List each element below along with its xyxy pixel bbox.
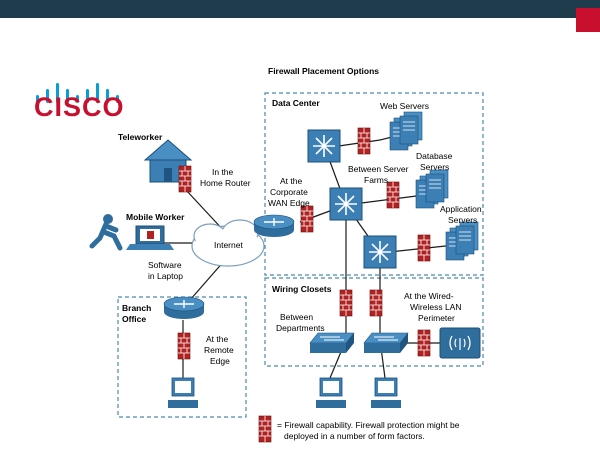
teleworker-house-icon	[143, 139, 193, 183]
firewall-home-router-icon	[178, 165, 192, 193]
remote-edge-label-2: Remote	[204, 345, 234, 355]
legend-firewall-icon	[258, 415, 272, 443]
wiring-closets-label: Wiring Closets	[272, 284, 332, 294]
home-router-label-2: Home Router	[200, 178, 251, 188]
wan-edge-label-3: WAN Edge	[268, 198, 310, 208]
diagram-title: Firewall Placement Options	[268, 66, 379, 76]
firewall-wan-edge-icon	[300, 205, 314, 233]
wireless-label-3: Perimeter	[418, 313, 455, 323]
internet-cloud-icon	[191, 219, 265, 267]
app-servers-label-1: Application	[440, 204, 482, 214]
db-servers-label-2: Servers	[420, 162, 449, 172]
branch-label-line2: Office	[122, 314, 146, 324]
access-switch-1-icon	[309, 332, 355, 354]
firewall-server-farm-icon	[357, 127, 371, 155]
department-pc-2-icon	[370, 377, 402, 409]
mobile-worker-icon	[89, 214, 123, 251]
web-servers-label: Web Servers	[380, 101, 429, 111]
dc-core-switch-icon	[329, 187, 363, 221]
laptop-label-2: in Laptop	[148, 271, 183, 281]
internet-label: Internet	[214, 240, 243, 250]
wireless-label-1: At the Wired-	[404, 291, 454, 301]
server-farms-label-2: Farms	[364, 175, 388, 185]
dc-switch-top-icon	[307, 129, 341, 163]
wan-edge-label-1: At the	[280, 176, 302, 186]
mobile-worker-label: Mobile Worker	[126, 212, 185, 222]
firewall-departments-1-icon	[339, 289, 353, 317]
app-server-2-icon	[455, 221, 479, 255]
access-switch-2-icon	[363, 332, 409, 354]
laptop-icon	[126, 225, 174, 250]
wireless-ap-icon	[439, 327, 481, 359]
branch-pc-icon	[167, 377, 199, 409]
wiring-closets-zone	[264, 277, 484, 367]
data-center-label: Data Center	[272, 98, 320, 108]
dc-switch-bottom-icon	[363, 235, 397, 269]
top-banner	[0, 0, 600, 18]
wireless-label-2: Wireless LAN	[410, 302, 461, 312]
web-server-2-icon	[399, 111, 423, 145]
branch-label-line1: Branch	[122, 303, 151, 313]
cisco-logo	[36, 83, 119, 103]
departments-label-1: Between	[280, 312, 313, 322]
firewall-departments-2-icon	[369, 289, 383, 317]
app-servers-label-2: Servers	[448, 215, 477, 225]
data-center-zone	[264, 92, 484, 276]
wan-edge-router-icon	[253, 214, 295, 238]
server-farms-label-1: Between Server	[348, 164, 409, 174]
department-pc-1-icon	[315, 377, 347, 409]
laptop-label-1: Software	[148, 260, 182, 270]
firewall-db-icon	[386, 181, 400, 209]
cisco-logo-text: CISCO	[34, 92, 125, 122]
firewall-wireless-icon	[417, 329, 431, 357]
departments-label-2: Departments	[276, 323, 325, 333]
home-router-label-1: In the	[212, 167, 234, 177]
firewall-remote-edge-icon	[177, 332, 191, 360]
db-server-2-icon	[425, 169, 449, 203]
teleworker-label: Teleworker	[118, 132, 163, 142]
accent-square	[576, 8, 600, 32]
db-servers-label-1: Database	[416, 151, 453, 161]
remote-edge-label-1: At the	[206, 334, 228, 344]
firewall-app-icon	[417, 234, 431, 262]
wan-edge-label-2: Corporate	[270, 187, 308, 197]
legend-line-2: deployed in a number of form factors.	[284, 431, 425, 441]
branch-router-icon	[163, 296, 205, 320]
legend-line-1: = Firewall capability. Firewall protecti…	[277, 420, 460, 430]
remote-edge-label-3: Edge	[210, 356, 230, 366]
